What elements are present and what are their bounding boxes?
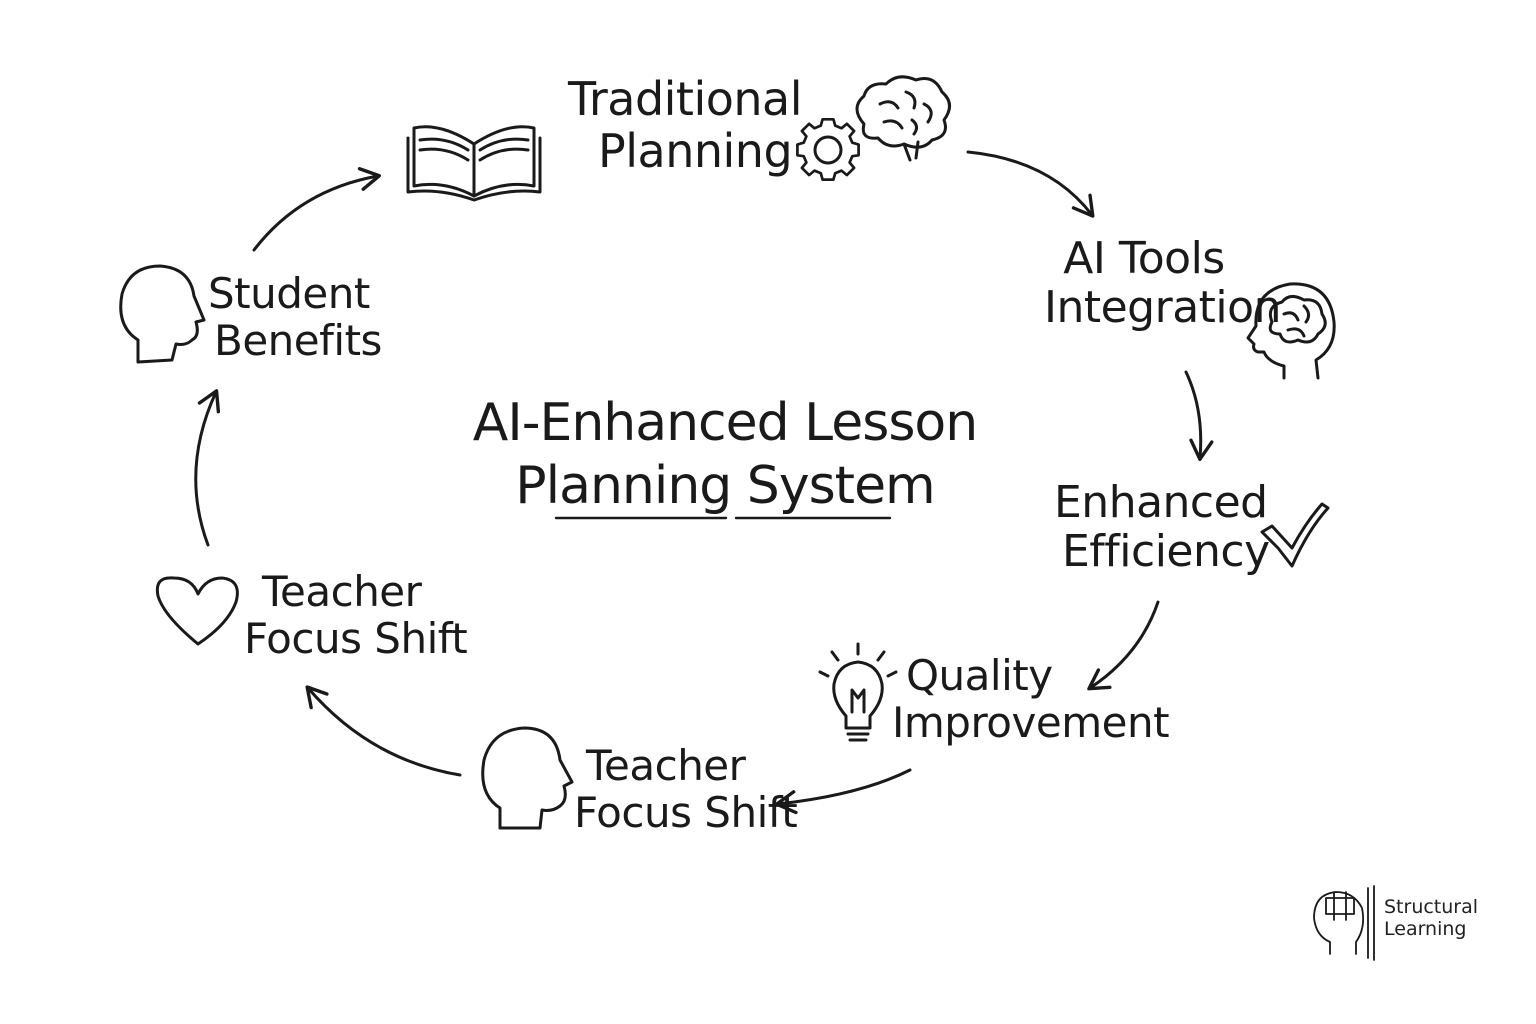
step-quality-improvement: Quality Improvement bbox=[892, 651, 1170, 748]
gear-icon bbox=[796, 117, 860, 181]
step-label-line1: Quality bbox=[906, 651, 1053, 700]
checkmark-icon bbox=[1260, 502, 1330, 568]
step-label-line2: Planning bbox=[598, 123, 793, 178]
step-label-line2: Efficiency bbox=[1062, 526, 1270, 578]
step-student-benefits: Student Benefits bbox=[208, 270, 382, 364]
step-label-line1: Traditional bbox=[568, 72, 803, 126]
step-label-line2: Integration bbox=[1044, 282, 1281, 334]
step-label-line1: AI Tools bbox=[1063, 233, 1225, 284]
arrow-teacher-shift-to-teacher-focus bbox=[305, 685, 462, 777]
arrow-quality-to-teacher-shift bbox=[775, 768, 912, 815]
lightbulb-icon bbox=[818, 642, 898, 742]
step-label-line1: Student bbox=[208, 269, 370, 318]
heart-icon bbox=[155, 576, 239, 646]
diagram-title-line2: Planning System bbox=[515, 456, 935, 517]
brand-line2: Learning bbox=[1384, 918, 1467, 941]
head-brain-icon bbox=[1246, 282, 1336, 380]
step-teacher-focus-shift-left: Teacher Focus Shift bbox=[244, 567, 468, 664]
brand-line1: Structural bbox=[1384, 896, 1479, 918]
step-traditional-planning: Traditional Planning bbox=[568, 72, 803, 178]
diagram-title-line1: AI-Enhanced Lesson bbox=[472, 393, 978, 453]
brain-puzzle-logo-icon bbox=[1313, 885, 1375, 961]
arrow-planning-to-ai-tools bbox=[966, 150, 1095, 218]
step-label-line2: Focus Shift bbox=[574, 788, 798, 838]
diagram-title: AI-Enhanced Lesson Planning System bbox=[470, 392, 980, 519]
head-icon bbox=[481, 726, 574, 830]
student-head-icon bbox=[119, 264, 206, 364]
step-label-line2: Focus Shift bbox=[244, 614, 468, 664]
brain-icon bbox=[855, 75, 951, 162]
arrow-teacher-focus-to-student-benefits bbox=[194, 389, 221, 547]
arrow-ai-tools-to-efficiency bbox=[1184, 370, 1214, 461]
step-label-line2: Benefits bbox=[214, 316, 382, 366]
step-ai-tools-integration: AI Tools Integration bbox=[1044, 233, 1281, 334]
step-teacher-focus-shift-bottom: Teacher Focus Shift bbox=[574, 741, 798, 838]
arrow-efficiency-to-quality bbox=[1087, 600, 1160, 691]
step-label-line1: Teacher bbox=[262, 567, 422, 616]
step-label-line1: Enhanced bbox=[1054, 477, 1268, 528]
step-label-line1: Teacher bbox=[586, 741, 746, 790]
brand-wordmark: Structural Learning bbox=[1384, 896, 1478, 941]
open-book-icon bbox=[406, 125, 542, 202]
arrow-student-benefits-to-planning bbox=[252, 167, 381, 252]
step-enhanced-efficiency: Enhanced Efficiency bbox=[1054, 478, 1270, 577]
step-label-line2: Improvement bbox=[892, 698, 1170, 748]
